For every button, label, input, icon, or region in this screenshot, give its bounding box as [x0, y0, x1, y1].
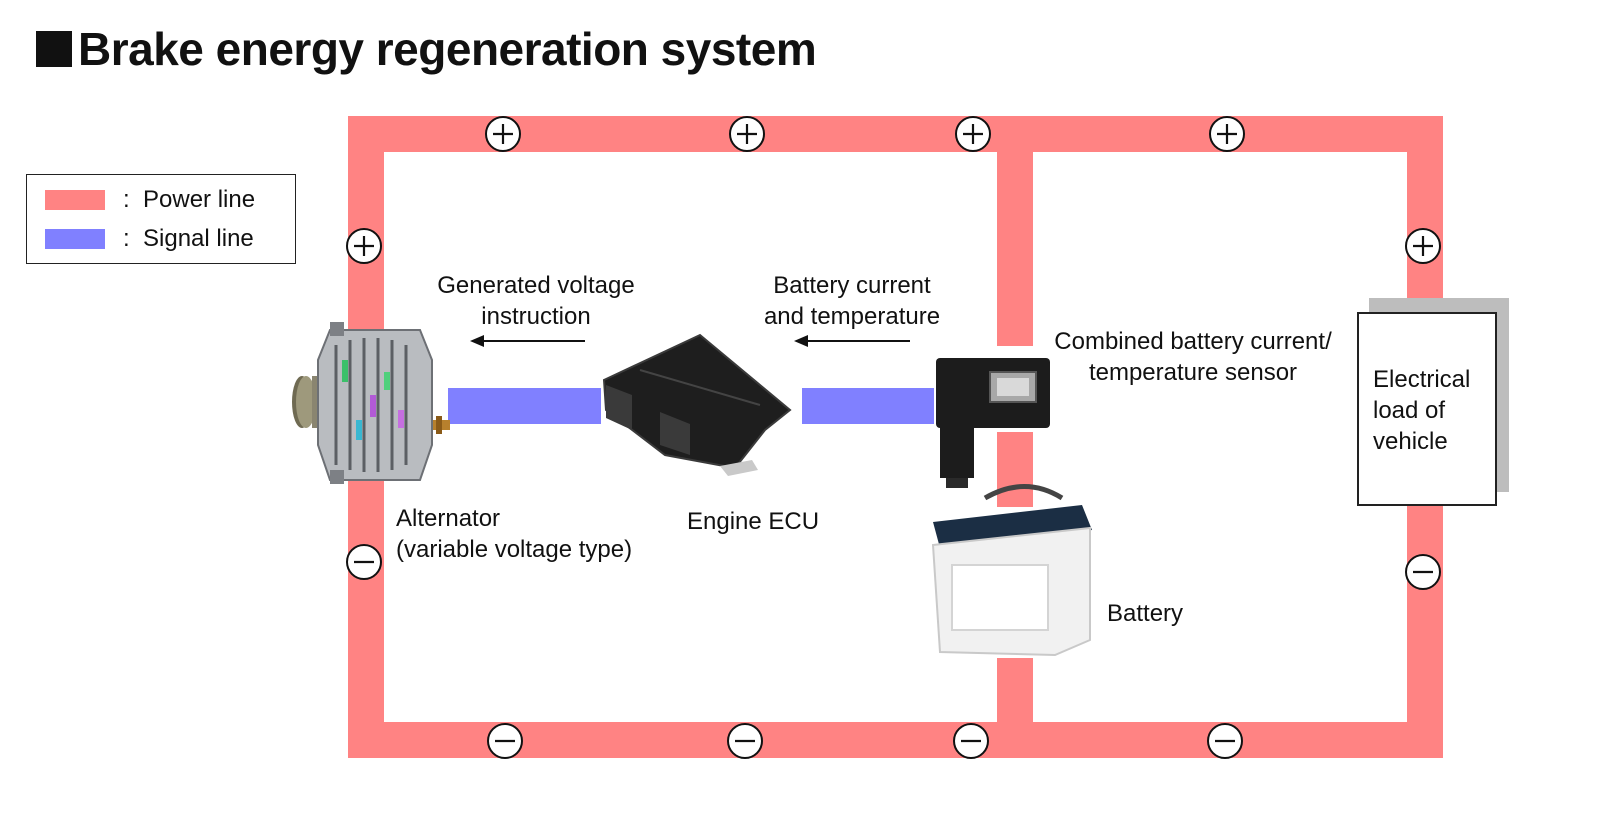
minus-terminal-icon	[1404, 553, 1442, 591]
minus-terminal-icon	[345, 543, 383, 581]
engine-ecu-icon	[602, 333, 792, 476]
signal-line-alternator-ecu	[448, 388, 601, 424]
alternator-label: Alternator (variable voltage type)	[396, 505, 633, 563]
title-square-icon	[36, 31, 72, 67]
arrow-left-icon	[794, 335, 910, 347]
minus-terminal-icon	[726, 722, 764, 760]
power-line-bottom	[348, 722, 1443, 758]
power-line-mid-middle	[997, 432, 1033, 507]
plus-terminal-icon	[484, 115, 522, 153]
legend-signal-swatch	[45, 229, 105, 249]
power-line-left-lower	[348, 465, 384, 758]
signal-lines	[448, 388, 934, 424]
sensor-label: Combined battery current/ temperature se…	[1054, 328, 1332, 386]
electrical-load-box: Electrical load of vehicle	[1357, 312, 1497, 506]
legend-power-label: Power line	[143, 186, 256, 213]
alternator-icon	[292, 322, 450, 484]
generated-voltage-label: Generated voltage instruction	[437, 272, 635, 330]
minus-terminal-icon	[952, 722, 990, 760]
plus-terminal-icon	[1208, 115, 1246, 153]
plus-terminal-icon	[954, 115, 992, 153]
power-line-left-upper	[348, 116, 384, 334]
electrical-load-line: load of	[1373, 397, 1446, 424]
legend-signal-label: Signal line	[143, 225, 254, 252]
arrow-left-icon	[470, 335, 585, 347]
power-line-top	[348, 116, 1443, 152]
battery-icon	[931, 484, 1092, 657]
title-text: Brake energy regeneration system	[78, 23, 817, 75]
signal-line-ecu-sensor	[802, 388, 934, 424]
current-sensor-icon	[936, 358, 1050, 488]
power-line-mid-lower	[997, 658, 1033, 758]
power-lines	[348, 116, 1443, 758]
plus-terminal-icon	[345, 227, 383, 265]
battery-label: Battery	[1107, 600, 1184, 627]
legend-power-swatch	[45, 190, 105, 210]
page-title: Brake energy regeneration system	[36, 22, 817, 76]
minus-terminal-icon	[486, 722, 524, 760]
legend-separator: :	[123, 225, 130, 252]
power-line-mid-upper	[997, 116, 1033, 346]
battery-current-label: Battery current and temperature	[763, 272, 941, 330]
legend-separator: :	[123, 186, 130, 213]
power-line-right-upper	[1407, 116, 1443, 316]
power-line-right-lower	[1407, 500, 1443, 758]
electrical-load-line: vehicle	[1373, 428, 1448, 455]
minus-terminal-icon	[1206, 722, 1244, 760]
plus-terminal-icon	[728, 115, 766, 153]
engine-ecu-label: Engine ECU	[687, 508, 820, 535]
electrical-load-line: Electrical	[1373, 366, 1471, 393]
plus-terminal-icon	[1404, 227, 1442, 265]
legend: : Power line : Signal line	[26, 174, 296, 264]
